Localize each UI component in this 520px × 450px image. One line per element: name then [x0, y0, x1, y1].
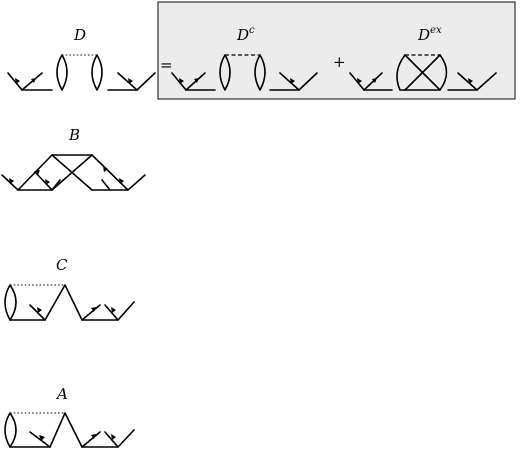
equals-sign: =: [160, 56, 173, 74]
diagram-d-ex: Dex: [349, 25, 497, 91]
diagram-a: A: [4, 385, 135, 448]
diagram-b: B: [1, 126, 146, 191]
diagram-d-c: Dc: [171, 25, 318, 91]
diagram-d: D: [7, 26, 156, 91]
label-b: B: [68, 126, 80, 144]
plus-sign: +: [333, 53, 346, 71]
label-d-c: Dc: [236, 25, 255, 44]
label-d: D: [73, 26, 86, 44]
decomposition-box: [157, 1, 516, 100]
label-a: A: [55, 385, 68, 403]
diagram-c: C: [4, 256, 135, 321]
label-c: C: [56, 256, 68, 274]
label-d-ex: Dex: [417, 25, 442, 44]
